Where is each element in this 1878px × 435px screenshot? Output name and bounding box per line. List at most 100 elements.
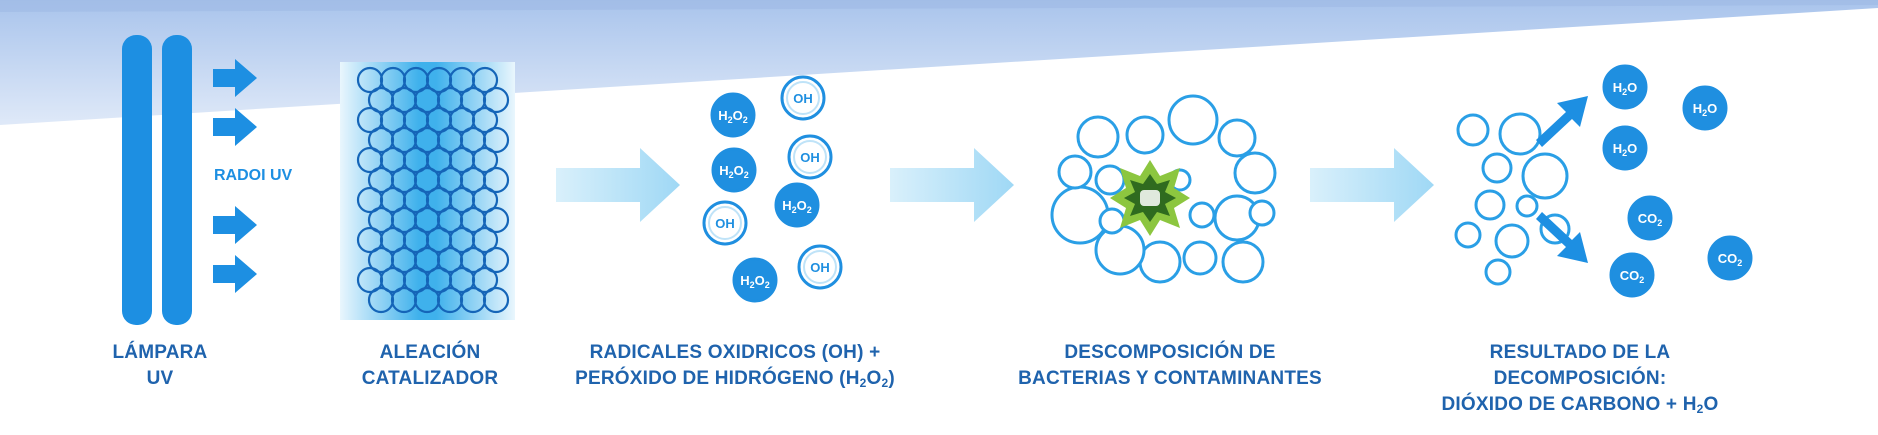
bacteria-icon	[1110, 160, 1190, 236]
bubble	[1076, 115, 1120, 159]
mesh-ring	[482, 286, 510, 314]
molecule-h2o: H2O	[1682, 85, 1728, 131]
catalyst-mesh	[356, 66, 510, 314]
background-top-band	[0, 0, 1878, 12]
mesh-ring	[471, 266, 499, 294]
molecule-oh: OH	[787, 134, 833, 180]
mesh-ring	[471, 106, 499, 134]
bubble	[1233, 151, 1277, 195]
molecule-h2o2: H2O2	[732, 257, 778, 303]
mesh-ring	[482, 246, 510, 274]
molecule-circle	[774, 182, 820, 228]
uv-ray-arrows	[213, 59, 257, 293]
bubble	[1138, 240, 1182, 284]
mesh-ring	[471, 146, 499, 174]
molecule-label: CO2	[1620, 268, 1645, 285]
molecule-label: H2O2	[719, 163, 749, 180]
molecule-h2o: H2O	[1602, 125, 1648, 171]
result-arrow-down	[1536, 212, 1588, 263]
molecule-label: OH	[800, 150, 820, 165]
molecule-circle	[710, 92, 756, 138]
molecule-label: OH	[715, 216, 735, 231]
molecule-label: H2O2	[718, 108, 748, 125]
molecule-h2o2: H2O2	[774, 182, 820, 228]
molecule-circle	[787, 134, 833, 180]
molecule-ring	[786, 81, 820, 115]
mesh-ring	[471, 66, 499, 94]
molecule-circle	[702, 200, 748, 246]
stage-label-radicals: RADICALES OXIDRICOS (OH) + PERÓXIDO DE H…	[575, 342, 895, 390]
molecule-oh: OH	[797, 244, 843, 290]
mesh-ring	[482, 126, 510, 154]
uv-ray-arrow	[213, 255, 257, 293]
uv-ray-arrow	[213, 108, 257, 146]
bubble	[1094, 164, 1126, 196]
bubble	[1484, 258, 1512, 286]
bubble	[1217, 118, 1257, 158]
process-arrow-1	[556, 148, 680, 222]
molecule-co2: CO2	[1627, 195, 1673, 241]
molecule-ring	[803, 250, 837, 284]
bacteria-cell	[1140, 190, 1160, 206]
molecule-h2o2: H2O2	[710, 92, 756, 138]
molecule-label: H2O2	[782, 198, 812, 215]
mesh-ring	[482, 86, 510, 114]
molecule-label: H2O	[1613, 141, 1638, 158]
bubble	[1474, 189, 1506, 221]
stage-label-catalyst: ALEACIÓN CATALIZADOR	[361, 342, 499, 389]
uv-rays-label: RADOI UV	[214, 167, 293, 184]
bubble	[1498, 112, 1542, 156]
mesh-ring	[471, 226, 499, 254]
bubble	[1098, 207, 1126, 235]
molecule-label: H2O	[1693, 101, 1718, 118]
process-arrow-3	[1310, 148, 1434, 222]
molecule-co2: CO2	[1707, 235, 1753, 281]
uv-ray-arrow	[213, 59, 257, 97]
molecule-circle	[1627, 195, 1673, 241]
stage-label-uv-lamp: LÁMPARA UV	[112, 342, 208, 389]
stage-label-result: RESULTADO DE LA DECOMPOSICIÓN: DIÓXIDO D…	[1441, 342, 1719, 416]
molecule-label: H2O2	[740, 273, 770, 290]
molecule-label: OH	[810, 260, 830, 275]
molecule-label: H2O	[1613, 80, 1638, 97]
bubble	[1167, 94, 1219, 146]
bubble	[1188, 201, 1216, 229]
molecule-circle	[1682, 85, 1728, 131]
molecule-h2o: H2O	[1602, 64, 1648, 110]
bubble	[1521, 152, 1569, 200]
result-bubble-cluster	[1454, 112, 1571, 286]
bubble	[1182, 240, 1218, 276]
bubble	[1515, 194, 1539, 218]
molecule-ring	[708, 206, 742, 240]
background-sky-wedge	[0, 0, 1878, 125]
molecule-label: CO2	[1638, 211, 1663, 228]
bubble	[1057, 154, 1093, 190]
uv-ray-arrow	[213, 206, 257, 244]
bubble	[1221, 240, 1265, 284]
bubble	[1125, 115, 1165, 155]
uv-lamp-tube-right	[162, 35, 192, 325]
bacteria-bubble-cluster	[1050, 94, 1277, 284]
mesh-ring	[471, 186, 499, 214]
mesh-ring	[482, 166, 510, 194]
uv-lamp-tube-left	[122, 35, 152, 325]
molecule-circle	[1609, 252, 1655, 298]
bubble	[1481, 152, 1513, 184]
bubble	[1050, 185, 1110, 245]
molecule-co2: CO2	[1609, 252, 1655, 298]
molecule-oh: OH	[780, 75, 826, 121]
molecule-circle	[732, 257, 778, 303]
process-arrow-2	[890, 148, 1014, 222]
molecule-circle	[780, 75, 826, 121]
bubble	[1248, 199, 1276, 227]
molecule-h2o2: H2O2	[711, 147, 757, 193]
stage-label-decomposition: DESCOMPOSICIÓN DE BACTERIAS Y CONTAMINAN…	[1018, 342, 1322, 389]
molecule-oh: OH	[702, 200, 748, 246]
molecule-ring	[793, 140, 827, 174]
bubble	[1456, 113, 1490, 147]
molecule-label: OH	[793, 91, 813, 106]
